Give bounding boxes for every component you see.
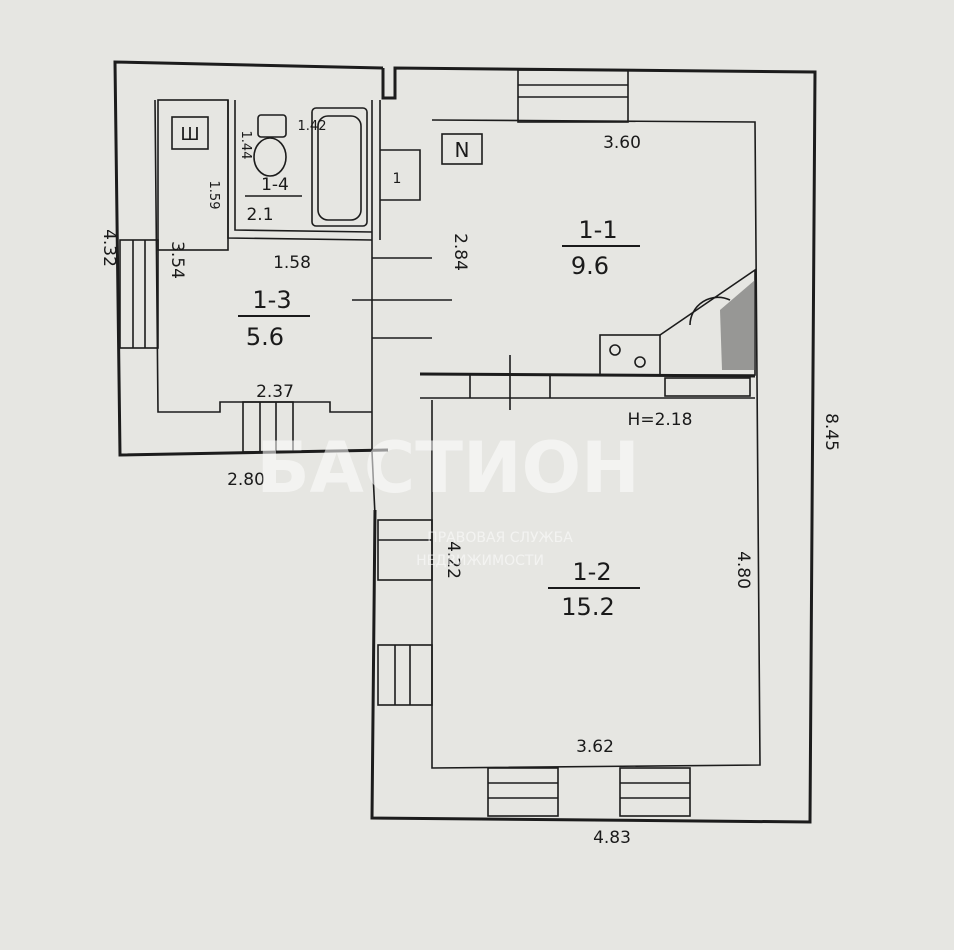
windows: [119, 69, 691, 817]
dim-outer-bottom-left: 2.80: [227, 470, 265, 490]
room-id: 1-4: [261, 175, 289, 195]
dim-room-1-3-height: 3.54: [167, 241, 187, 279]
room-1-3-label: 1-3 5.6: [238, 286, 310, 351]
room-id: 1-3: [252, 286, 291, 314]
dim-bath-small-2: 1.44: [238, 131, 253, 160]
cabinet-symbol: Ш: [180, 124, 199, 145]
room-id: 1-1: [578, 216, 617, 244]
dim-room-1-1-height: 2.84: [450, 233, 470, 271]
room-area: 9.6: [571, 252, 609, 280]
north-symbol: N: [455, 138, 470, 162]
interior-walls: [157, 99, 756, 452]
north-marker: N: [441, 133, 483, 165]
watermark: БАСТИОН ПРАВОВАЯ СЛУЖБА НЕДВИЖИМОСТИ: [256, 427, 639, 569]
watermark-line-2: НЕДВИЖИМОСТИ: [416, 553, 544, 569]
dim-room-1-2-height: 4.80: [733, 551, 753, 589]
heater-symbol: 1: [393, 171, 402, 187]
room-area: 2.1: [246, 205, 273, 225]
dim-bath-small-1: 1.59: [206, 181, 221, 210]
room-1-2-label: 1-2 15.2: [548, 558, 640, 621]
dim-outer-bottom: 4.83: [593, 828, 631, 848]
dim-room-1-1-width: 3.60: [603, 133, 641, 153]
dim-room-1-2-height-left: 4.22: [443, 541, 463, 579]
dim-outer-left: 4.32: [99, 229, 119, 267]
dim-bath-small-3: 1.42: [298, 119, 327, 134]
watermark-brand: БАСТИОН: [256, 427, 639, 509]
dim-outer-right: 8.45: [821, 413, 841, 451]
dimensions: 3.60 2.84 H=2.18 4.80 4.22 3.62 1.58 3.5…: [99, 119, 841, 848]
dim-room-1-3-bottom: 2.37: [256, 382, 294, 402]
watermark-line-1: ПРАВОВАЯ СЛУЖБА: [427, 530, 573, 546]
room-1-1-label: 1-1 9.6: [562, 216, 640, 280]
room-1-4-label: 1-4 2.1: [245, 175, 302, 225]
dim-room-1-2-width: 3.62: [576, 737, 614, 757]
room-area: 5.6: [246, 323, 284, 351]
dim-ceiling-height: H=2.18: [628, 410, 693, 430]
dim-room-1-3-width: 1.58: [273, 253, 311, 273]
room-id: 1-2: [572, 558, 611, 586]
room-area: 15.2: [561, 593, 614, 621]
